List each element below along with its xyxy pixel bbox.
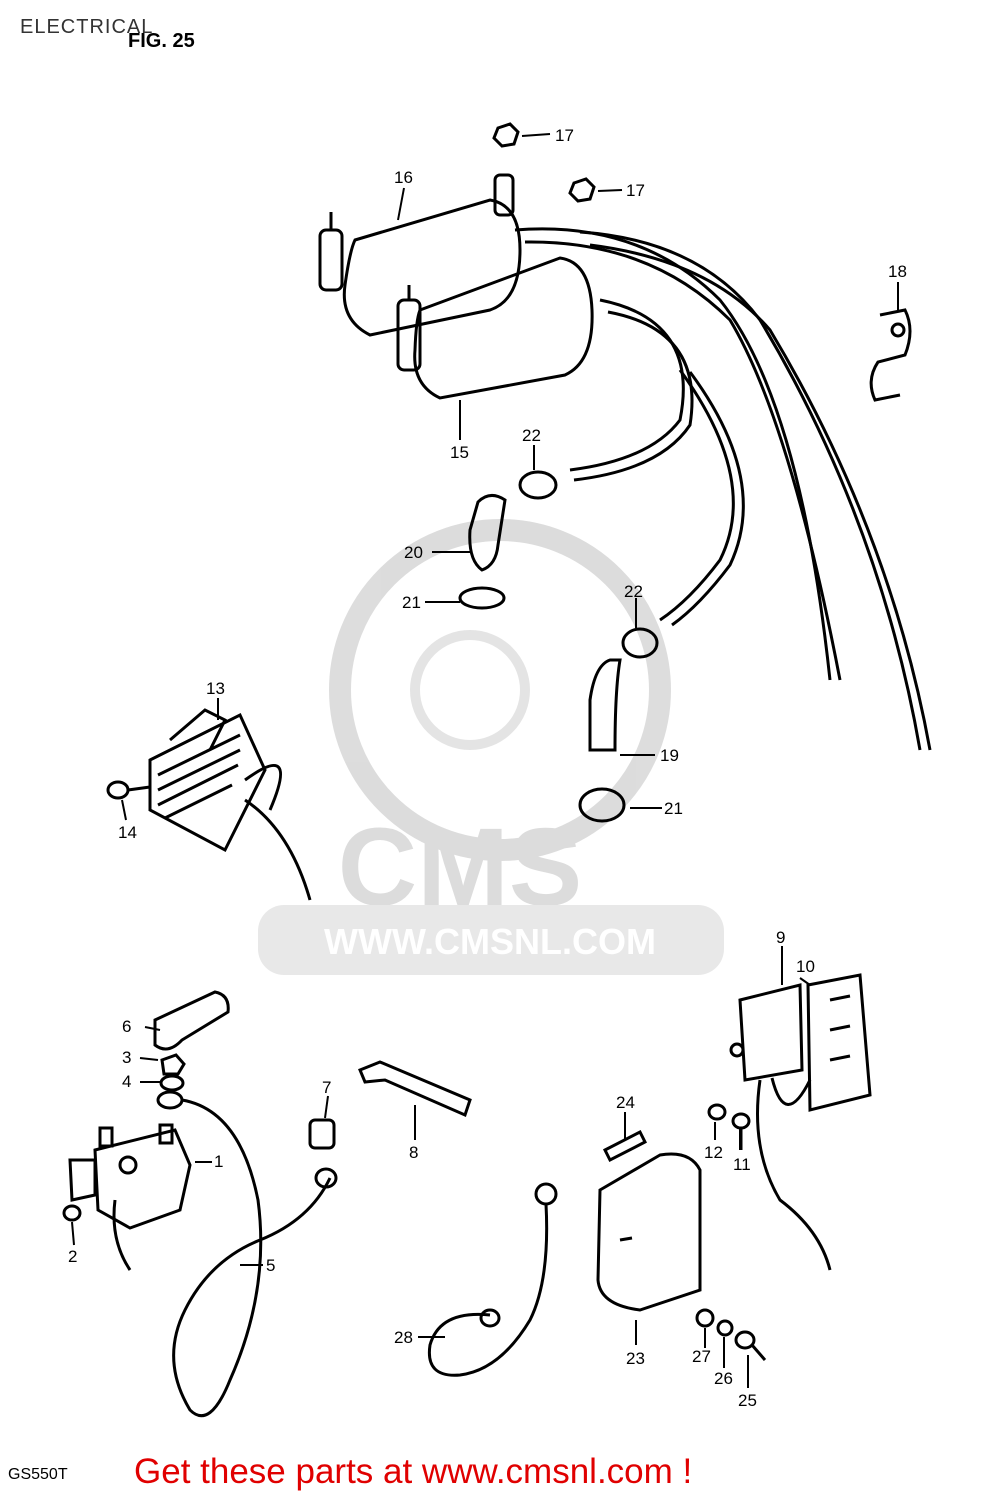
watermark-banner xyxy=(258,905,724,975)
part-label-15[interactable]: 15 xyxy=(450,443,469,462)
part-label-10[interactable]: 10 xyxy=(796,957,815,976)
part-label-21[interactable]: 21 xyxy=(402,593,421,612)
fuse-box-9 xyxy=(729,983,832,1271)
part-label-5[interactable]: 5 xyxy=(266,1256,275,1275)
part-label-25[interactable]: 25 xyxy=(738,1391,757,1410)
earth-lead-28 xyxy=(427,1182,558,1377)
plate-8 xyxy=(358,1060,472,1118)
washer-27 xyxy=(695,1308,715,1328)
part-label-24[interactable]: 24 xyxy=(616,1093,635,1112)
part-labels: 17 17 16 18 15 22 20 21 22 13 19 14 21 9… xyxy=(68,126,907,1410)
part-label-18[interactable]: 18 xyxy=(888,262,907,281)
part-label-14[interactable]: 14 xyxy=(118,823,137,842)
part-label-21[interactable]: 21 xyxy=(664,799,683,818)
nut-17 xyxy=(492,122,596,203)
part-label-7[interactable]: 7 xyxy=(322,1078,331,1097)
washer-4 xyxy=(159,1074,185,1092)
cta-link[interactable]: Get these parts at www.cmsnl.com ! xyxy=(134,1452,693,1491)
part-label-19[interactable]: 19 xyxy=(660,746,679,765)
fuse-box-cover-10 xyxy=(806,973,872,1112)
screw-2 xyxy=(62,1204,82,1222)
part-label-27[interactable]: 27 xyxy=(692,1347,711,1366)
model-code: GS550T xyxy=(8,1466,68,1483)
nut-3 xyxy=(160,1053,186,1076)
part-label-17[interactable]: 17 xyxy=(626,181,645,200)
part-label-22[interactable]: 22 xyxy=(522,426,541,445)
figure-number: FIG. 25 xyxy=(128,30,195,52)
ignition-coil-15 xyxy=(396,256,594,400)
watermark-mascot-ring xyxy=(329,519,671,861)
cap-6 xyxy=(153,990,230,1051)
leader-lines xyxy=(71,133,899,1388)
regulator-13 xyxy=(148,708,312,901)
part-label-23[interactable]: 23 xyxy=(626,1349,645,1368)
fuse-24 xyxy=(602,1129,648,1163)
ignition-coil-16 xyxy=(318,173,522,337)
starter-cable-5 xyxy=(156,1090,338,1418)
plug-cap-20 xyxy=(458,470,558,610)
part-label-26[interactable]: 26 xyxy=(714,1369,733,1388)
washer-12 xyxy=(707,1103,727,1121)
part-label-11[interactable]: 11 xyxy=(733,1155,751,1174)
part-label-8[interactable]: 8 xyxy=(409,1143,418,1162)
part-label-13[interactable]: 13 xyxy=(206,679,225,698)
part-label-16[interactable]: 16 xyxy=(394,168,413,187)
battery-23 xyxy=(596,1152,702,1312)
part-label-28[interactable]: 28 xyxy=(394,1328,413,1347)
part-label-20[interactable]: 20 xyxy=(404,543,423,562)
bolt-25 xyxy=(734,1330,767,1361)
part-label-1[interactable]: 1 xyxy=(214,1152,223,1171)
part-label-12[interactable]: 12 xyxy=(704,1143,723,1162)
part-label-17[interactable]: 17 xyxy=(555,126,574,145)
high-tension-leads xyxy=(514,227,932,751)
cover-7 xyxy=(308,1118,336,1150)
watermark-url: WWW.CMSNL.COM xyxy=(324,921,656,962)
part-label-9[interactable]: 9 xyxy=(776,928,785,947)
washer-26 xyxy=(716,1319,734,1337)
part-label-4[interactable]: 4 xyxy=(122,1072,131,1091)
watermark-mascot-face xyxy=(410,630,530,750)
part-label-22[interactable]: 22 xyxy=(624,582,643,601)
part-label-2[interactable]: 2 xyxy=(68,1247,77,1266)
part-label-6[interactable]: 6 xyxy=(122,1017,131,1036)
bolt-14 xyxy=(106,780,151,800)
starter-relay-1 xyxy=(68,1123,192,1271)
diagram-title: ELECTRICAL xyxy=(20,16,154,38)
watermark: CMS WWW.CMSNL.COM xyxy=(258,519,724,975)
part-label-3[interactable]: 3 xyxy=(122,1048,131,1067)
plug-cap-19 xyxy=(578,627,659,823)
clamp-18 xyxy=(869,308,912,402)
